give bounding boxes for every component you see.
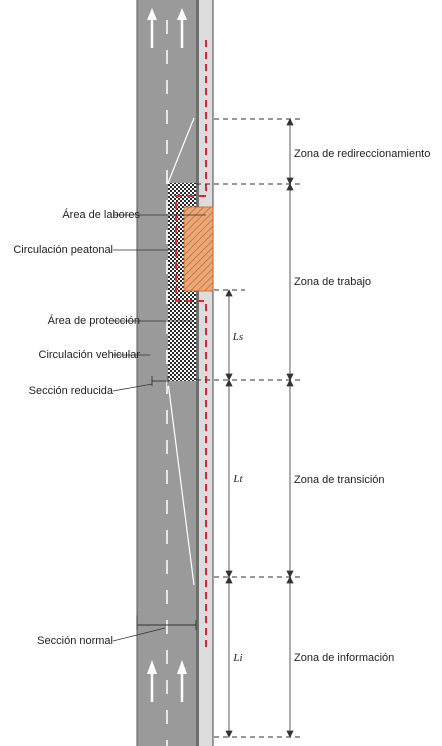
zone-trabajo-label: Zona de trabajo [294,276,371,288]
ls-label: Ls [232,331,243,343]
circulacion-peatonal-label: Circulación peatonal [13,244,113,256]
section-markers [136,376,197,630]
work-area [183,206,214,292]
zone-informacion-label: Zona de información [294,652,394,664]
area-labores-label: Área de labores [62,208,140,221]
sidewalk [199,0,213,746]
straight-arrow-icon [177,8,187,48]
circulacion-vehicular-label: Circulación vehicular [39,349,141,361]
seccion-normal-label: Sección normal [37,635,113,647]
zone-dimension-lines [286,118,294,738]
curb [196,0,199,746]
leader-lines [112,214,206,642]
straight-arrow-icon [147,8,157,48]
straight-arrow-icon [177,660,187,702]
area-proteccion-label: Área de protección [48,314,140,327]
seccion-reducida-label: Sección reducida [29,385,114,397]
straight-arrow-icon [147,660,157,702]
length-dimension-lines [225,289,233,738]
zone-redireccionamiento-label: Zona de redireccionamiento [294,148,430,160]
lt-label: Lt [232,473,243,485]
zone-transicion-label: Zona de transición [294,474,385,486]
li-label: Li [232,652,242,664]
redirection-taper [167,117,195,184]
transition-taper [167,381,195,586]
